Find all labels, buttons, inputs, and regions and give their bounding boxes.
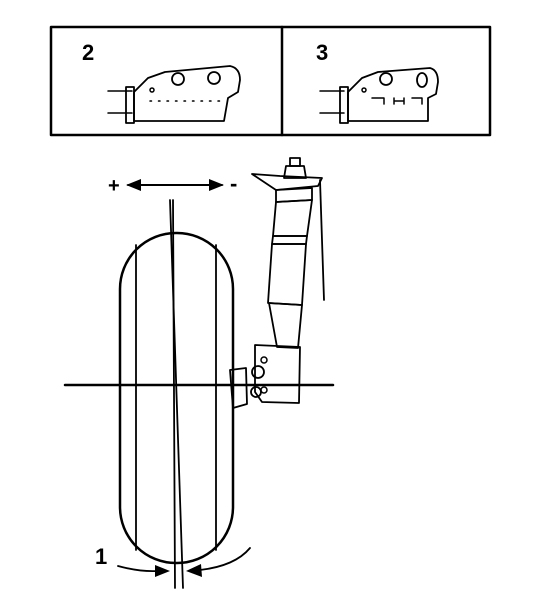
angle-arrow-right	[186, 564, 202, 577]
inset-panel-2: 2	[82, 40, 241, 124]
body-panel-line	[319, 179, 325, 301]
arrow-right-head	[209, 179, 224, 191]
lower-bolt-hole	[250, 386, 262, 398]
bracket-bolt-marker	[260, 386, 268, 394]
bolt-hole	[207, 71, 221, 85]
strut-tube	[267, 243, 307, 306]
angle-arrow-left	[155, 565, 170, 577]
bracket-detail-3	[319, 67, 439, 124]
camber-angle-line	[169, 199, 184, 589]
strut-spring-housing	[272, 199, 313, 237]
strut-knuckle-bracket	[254, 344, 301, 404]
bolt-hole	[379, 72, 393, 86]
tire-outline	[118, 231, 235, 565]
slotted-hole	[416, 72, 428, 88]
strut-assembly	[229, 157, 325, 409]
callout-1-number: 1	[95, 544, 107, 569]
upper-bolt-hole	[251, 365, 265, 379]
panel-3-number: 3	[316, 40, 328, 65]
panel-2-number: 2	[82, 40, 94, 65]
bolt-hole	[171, 72, 185, 86]
bracket-bolt-marker	[260, 356, 268, 364]
minus-sign: -	[230, 171, 237, 196]
true-vertical-line	[172, 199, 176, 589]
arrow-left-head	[126, 179, 141, 191]
bracket-detail-2	[107, 65, 241, 124]
plus-sign: +	[108, 175, 120, 197]
adjustment-direction-arrow: + -	[108, 171, 237, 197]
inset-frame	[49, 25, 492, 137]
camber-angle-indicator: 1	[95, 544, 251, 577]
inset-panel-3: 3	[316, 40, 439, 124]
inset-panels: 2 3	[49, 25, 492, 137]
strut-top-nut	[289, 157, 301, 167]
tire	[118, 231, 235, 565]
strut-lower-tube	[268, 302, 303, 349]
